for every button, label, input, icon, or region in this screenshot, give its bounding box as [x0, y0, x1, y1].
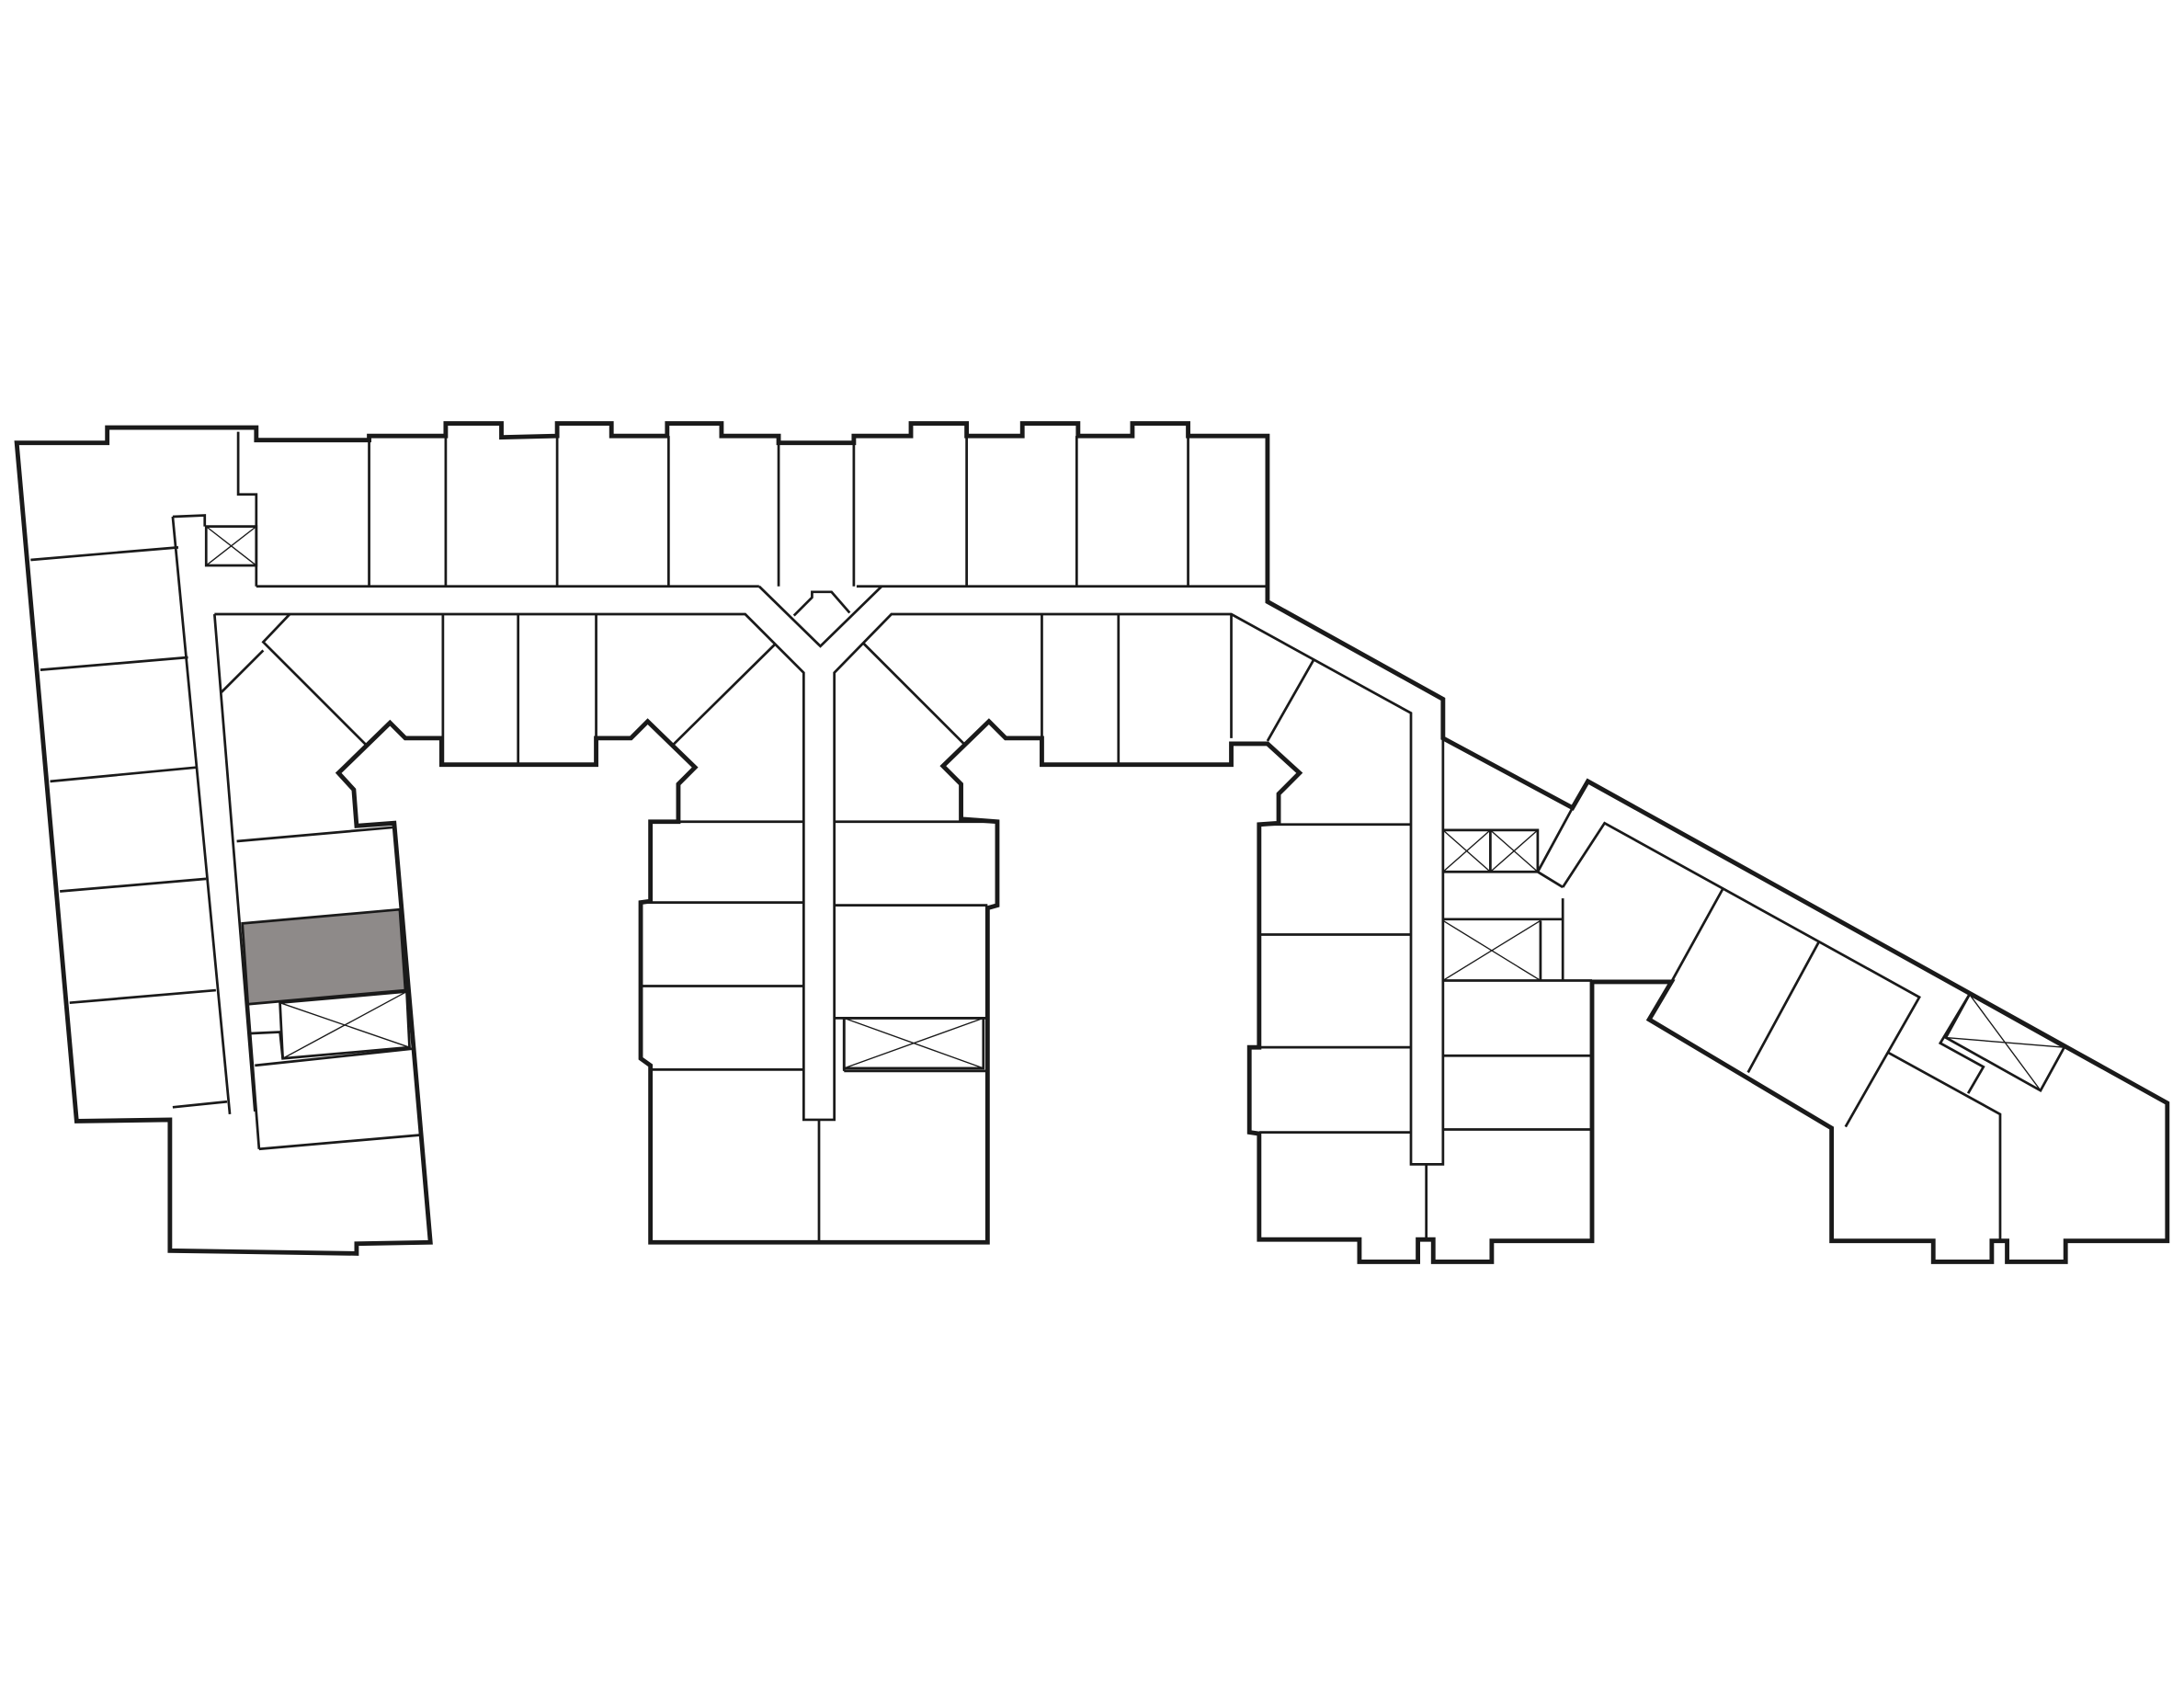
elevator-shafts: [204, 525, 2066, 1092]
cross-box-icon: [1944, 992, 2066, 1092]
cross-box-icon: [1442, 919, 1541, 982]
cross-box-icon: [842, 1016, 985, 1070]
left-wing-unit-highlighted[interactable]: [241, 907, 407, 1006]
interior-walls: [30, 431, 2002, 1243]
cross-box-icon: [1442, 829, 1539, 873]
cross-box-icon: [279, 990, 411, 1060]
building-outline: [14, 421, 2170, 1264]
cross-box-icon: [204, 525, 258, 567]
